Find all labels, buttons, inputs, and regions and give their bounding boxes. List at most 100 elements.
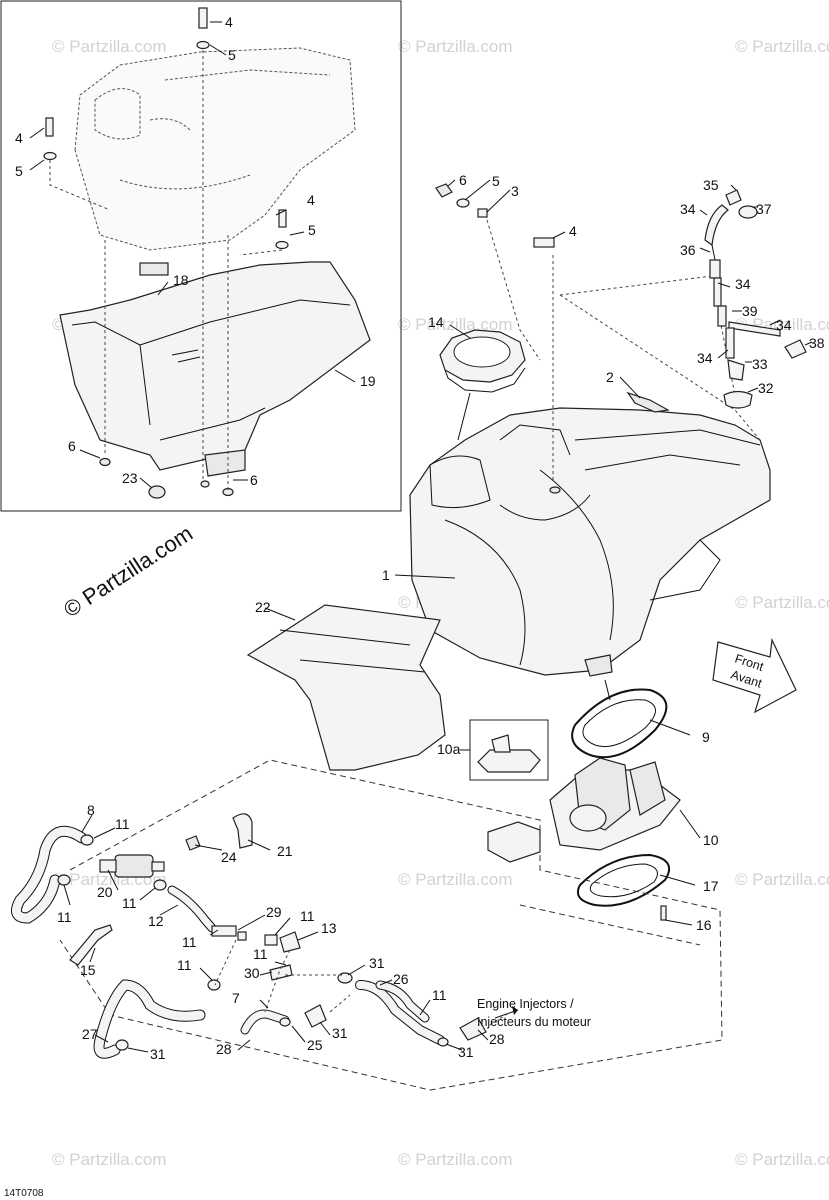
callout-30: 30: [244, 965, 260, 981]
heat-shield-part-22: [246, 604, 446, 771]
watermark: © Partzilla.com: [398, 1150, 513, 1169]
callout-33: 33: [752, 356, 768, 372]
callout-13: 13: [321, 920, 337, 936]
engine-injectors-label: Engine Injectors /: [477, 997, 574, 1011]
watermark: © Partzilla.com: [398, 315, 513, 334]
callout-4: 4: [15, 130, 23, 146]
callout-39: 39: [742, 303, 758, 319]
front-arrow-icon: Front Avant: [712, 637, 797, 714]
callout-14: 14: [428, 314, 444, 330]
callout-23: 23: [122, 470, 138, 486]
lower-dashed-zone: [59, 759, 723, 1091]
callout-36: 36: [680, 242, 696, 258]
watermark-large: © Partzilla.com: [59, 520, 197, 622]
callout-7: 27: [82, 1026, 98, 1042]
vent-hose-assembly: [704, 189, 807, 409]
callout-34: 34: [680, 201, 696, 217]
callout-25: 28: [216, 1041, 232, 1057]
callout-21: 21: [277, 843, 293, 859]
watermark: © Partzilla.com: [52, 1150, 167, 1169]
callout-34: 34: [776, 317, 792, 333]
fuel-cap-part-14: [439, 329, 526, 393]
callout-34: 34: [735, 276, 751, 292]
callout-27: 11: [432, 987, 447, 1003]
callout-38: 38: [809, 335, 825, 351]
fuel-pump-part-10: [487, 757, 681, 863]
callout-19: 19: [360, 373, 376, 389]
drawing-code: 14T0708: [4, 1188, 44, 1199]
callout-31: 25: [307, 1037, 323, 1053]
gasket-guide: [604, 679, 611, 701]
callout-4: 4: [225, 14, 233, 30]
cap-guide: [457, 392, 471, 441]
engine-injectors-label-fr: Injecteurs du moteur: [477, 1015, 591, 1029]
callout-18: 18: [173, 272, 189, 288]
callout-15: 15: [80, 962, 96, 978]
tank-hardware: [435, 183, 555, 248]
main-leaders: [264, 179, 701, 926]
watermark: © Partzilla.com: [398, 37, 513, 56]
callout-31: 31: [369, 955, 385, 971]
watermark: © Partzilla.com: [735, 593, 829, 612]
lower-leaders: [63, 814, 489, 1053]
callout-9: 9: [702, 729, 710, 745]
callout-5: 5: [308, 222, 316, 238]
fuel-filter-part-20: [99, 854, 165, 878]
callout-11: 11: [177, 957, 192, 973]
callout-3: 3: [511, 183, 519, 199]
callout-11: 11: [182, 934, 197, 950]
tie-strap-part-15: [69, 924, 113, 966]
callout-6: 6: [68, 438, 76, 454]
inset-dashed-guides: [49, 50, 283, 490]
callout-16: 16: [696, 917, 712, 933]
callout-10: 10: [703, 832, 719, 848]
callout-34: 34: [697, 350, 713, 366]
fuel-tank-part-1: [409, 407, 771, 677]
callout-4: 4: [307, 192, 315, 208]
callout-28: 31: [332, 1025, 348, 1041]
callout-6: 6: [459, 172, 467, 188]
callout-24: 24: [221, 849, 237, 865]
inset-hardware: [43, 7, 289, 499]
gasket-part-9: [571, 688, 668, 759]
callout-11: 11: [122, 895, 137, 911]
tank-dashed-guides: [486, 219, 761, 480]
watermark: © Partzilla.com: [52, 37, 167, 56]
watermark: © Partzilla.com: [398, 870, 513, 889]
fuel-line-fittings: [57, 834, 487, 1051]
callout-2: 2: [606, 369, 614, 385]
inset-leaders: [29, 21, 356, 489]
callout-22: 22: [255, 599, 271, 615]
nut-part-24: [185, 835, 201, 851]
callout-37: 37: [756, 201, 772, 217]
callout-31: 31: [458, 1044, 474, 1060]
callout-31: 7: [232, 990, 240, 1006]
callout-labels: 4 5 4 5 4 5 18 19 6 23 6 6 5 3 4 14 2 1 …: [15, 14, 825, 1062]
clamp-11: [153, 879, 167, 891]
watermark: © Partzilla.com: [735, 37, 829, 56]
fuel-hose-part-8: [10, 825, 88, 924]
callout-11: 11: [115, 816, 130, 832]
callout-32: 32: [758, 380, 774, 396]
vent-leaders: [699, 184, 813, 393]
callout-11: 11: [57, 909, 72, 925]
watermark: © Partzilla.com: [735, 1150, 829, 1169]
callout-11: 11: [253, 946, 268, 962]
watermark: © Partzilla.com: [735, 870, 829, 889]
callout-6: 6: [250, 472, 258, 488]
screw-part-16: [660, 905, 667, 921]
callout-29: 29: [266, 904, 282, 920]
inset-frame: [0, 0, 402, 512]
callout-10a: 10a: [437, 741, 461, 757]
callout-5: 5: [15, 163, 23, 179]
callout-20: 20: [97, 884, 113, 900]
clip-part-2: [626, 391, 670, 413]
inset-tank-ghost: [74, 47, 356, 251]
gasket-part-17: [576, 853, 670, 907]
engine-arrow-head: [512, 1006, 518, 1015]
callout-11: 11: [300, 908, 315, 924]
callout-17: 17: [703, 878, 719, 894]
callout-4: 4: [569, 223, 577, 239]
detail-box-10a: [469, 719, 549, 781]
